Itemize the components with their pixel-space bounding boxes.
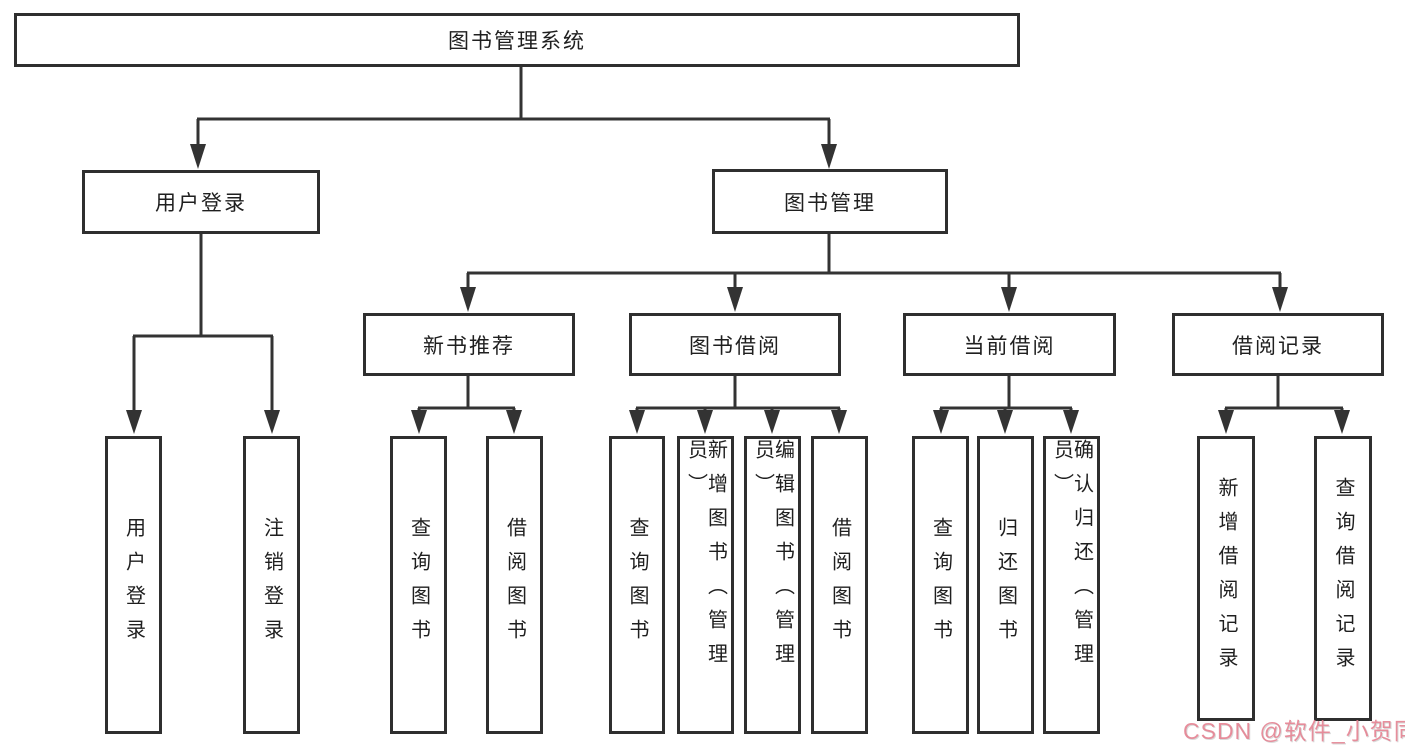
leaf-query-books-borrow: 查询图书 [609, 436, 665, 734]
leaf-return-book: 归还图书 [977, 436, 1034, 734]
node-borrow-records: 借阅记录 [1172, 313, 1384, 376]
leaf-borrow-books-label: 借阅图书 [828, 517, 851, 653]
node-system-root: 图书管理系统 [14, 13, 1020, 67]
leaf-query-borrow-record-label: 查询借阅记录 [1332, 476, 1354, 681]
node-system-root-label: 图书管理系统 [448, 30, 586, 53]
node-book-borrow: 图书借阅 [629, 313, 841, 376]
leaf-query-borrow-record: 查询借阅记录 [1314, 436, 1372, 721]
leaf-add-borrow-record: 新增借阅记录 [1197, 436, 1255, 721]
leaf-query-books-current: 查询图书 [912, 436, 969, 734]
leaf-add-book-admin-label: 新增图书（管理员） [684, 439, 727, 677]
leaf-edit-book-admin-label: 编辑图书（管理员） [751, 439, 794, 677]
leaf-confirm-return-admin: 确认归还（管理员） [1043, 436, 1100, 734]
leaf-confirm-return-admin-label: 确认归还（管理员） [1050, 439, 1093, 677]
leaf-query-books-recommend: 查询图书 [390, 436, 447, 734]
arrowheads [126, 144, 1350, 434]
leaf-borrow-books: 借阅图书 [811, 436, 868, 734]
leaf-edit-book-admin: 编辑图书（管理员） [744, 436, 801, 734]
node-new-book-recommend-label: 新书推荐 [423, 334, 515, 358]
leaf-add-book-admin: 新增图书（管理员） [677, 436, 734, 734]
node-user-login: 用户登录 [82, 170, 320, 234]
watermark: CSDN @软件_小贺同学 [1183, 718, 1405, 744]
leaf-query-books-current-label: 查询图书 [929, 517, 952, 653]
node-new-book-recommend: 新书推荐 [363, 313, 575, 376]
leaf-return-book-label: 归还图书 [994, 517, 1017, 653]
leaf-borrow-books-recommend-label: 借阅图书 [503, 517, 526, 653]
leaf-user-login: 用户登录 [105, 436, 162, 734]
node-book-management: 图书管理 [712, 169, 948, 234]
leaf-query-books-borrow-label: 查询图书 [626, 517, 648, 653]
leaf-query-books-recommend-label: 查询图书 [407, 517, 430, 653]
leaf-add-borrow-record-label: 新增借阅记录 [1215, 476, 1237, 681]
node-book-borrow-label: 图书借阅 [689, 334, 781, 358]
leaf-user-login-label: 用户登录 [122, 517, 145, 653]
node-current-borrow: 当前借阅 [903, 313, 1116, 376]
node-user-login-label: 用户登录 [155, 192, 247, 215]
node-current-borrow-label: 当前借阅 [963, 334, 1056, 358]
leaf-borrow-books-recommend: 借阅图书 [486, 436, 543, 734]
leaf-logout-label: 注销登录 [260, 517, 283, 653]
node-book-management-label: 图书管理 [784, 191, 876, 215]
leaf-logout: 注销登录 [243, 436, 300, 734]
node-borrow-records-label: 借阅记录 [1232, 334, 1324, 358]
